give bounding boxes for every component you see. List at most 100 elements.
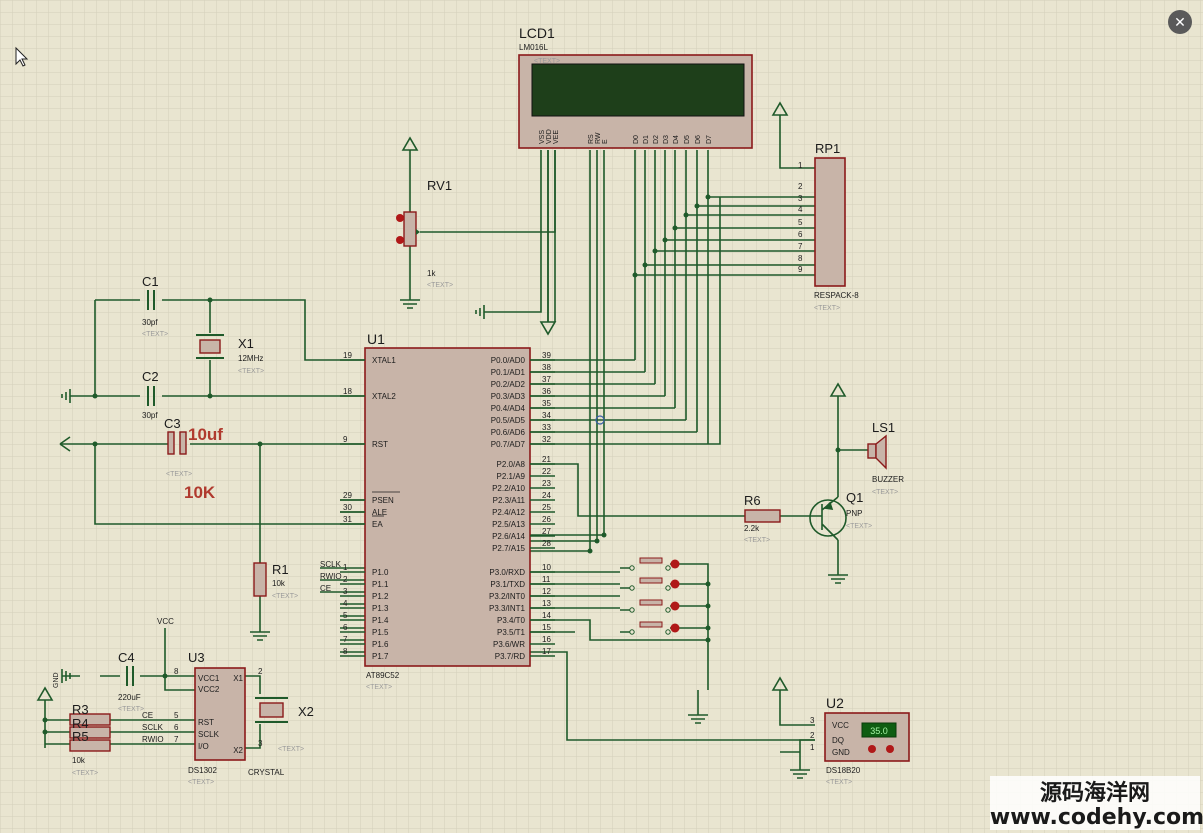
contact-circle <box>665 585 671 591</box>
pin-probe-icon[interactable] <box>670 579 680 589</box>
u1-pin-number: 38 <box>542 363 551 372</box>
pin-probe-icon <box>396 236 404 244</box>
x2-part: CRYSTAL <box>248 768 285 777</box>
q1-text: <TEXT> <box>846 523 872 530</box>
u1-pin-number: 1 <box>343 563 348 572</box>
contact-circle <box>629 629 635 635</box>
pin-probe-icon[interactable] <box>670 623 680 633</box>
button-up-icon[interactable] <box>886 745 894 753</box>
r6-body[interactable] <box>744 509 781 523</box>
close-button[interactable]: ✕ <box>1168 10 1192 34</box>
push-buttons[interactable] <box>620 557 680 635</box>
push-button-cap[interactable] <box>639 577 663 584</box>
ground-icon <box>790 769 810 779</box>
u1-pin-number: 2 <box>343 575 348 584</box>
u1-pin-number: 12 <box>542 587 551 596</box>
ls1-component[interactable] <box>867 434 887 470</box>
u1-pin-number: 29 <box>343 491 352 500</box>
left-arrow-icon <box>59 436 71 452</box>
c1-component[interactable] <box>147 290 155 310</box>
u3-pin-name: SCLK <box>198 730 220 739</box>
u1-pin-name: P0.5/AD5 <box>491 416 526 425</box>
c2-ref: C2 <box>142 369 159 384</box>
lcd-pin-label: RW <box>595 132 602 144</box>
close-icon[interactable]: ✕ <box>1174 14 1186 30</box>
u1-pin-number: 36 <box>542 387 551 396</box>
c3-component[interactable] <box>167 431 187 455</box>
button-down-icon[interactable] <box>868 745 876 753</box>
contact-circle <box>665 607 671 613</box>
u1-body[interactable] <box>364 347 531 667</box>
pin-probe-icon[interactable] <box>670 601 680 611</box>
u1-pin-name: P2.7/A15 <box>492 544 525 553</box>
rp1-pin-number: 1 <box>798 161 803 170</box>
lcd-screen <box>531 63 745 117</box>
u3-pin-name: RST <box>198 718 214 727</box>
c4-component[interactable] <box>126 666 134 686</box>
u1-pin-name: P1.6 <box>372 640 389 649</box>
u3-body[interactable] <box>194 667 246 761</box>
pin-probe-icon[interactable] <box>670 559 680 569</box>
net-label: CE <box>142 711 153 720</box>
lcd-pin-label: D2 <box>653 135 660 144</box>
rv1-ref: RV1 <box>427 178 452 193</box>
u1-pin-number: 8 <box>343 647 348 656</box>
push-button-cap[interactable] <box>639 599 663 606</box>
rp1-ref: RP1 <box>815 141 840 156</box>
q1-component[interactable] <box>809 496 847 541</box>
rp1-text: <TEXT> <box>814 305 840 312</box>
wire-crossing-marker <box>595 415 605 425</box>
u1-pin-name: P1.3 <box>372 604 389 613</box>
push-button-cap[interactable] <box>639 557 663 564</box>
r1-body[interactable] <box>253 562 267 597</box>
u1-pin-name: P3.6/WR <box>493 640 525 649</box>
u1-pin-name: P2.0/A8 <box>497 460 526 469</box>
u3-text: <TEXT> <box>188 779 214 786</box>
c3-value: 10uf <box>188 425 223 444</box>
ls1-ref: LS1 <box>872 420 895 435</box>
u1-pin-number: 17 <box>542 647 551 656</box>
u1-pin-name: P1.1 <box>372 580 389 589</box>
x2-ref: X2 <box>298 704 314 719</box>
r3-r4-r5-components[interactable] <box>69 713 111 752</box>
x1-component[interactable] <box>196 334 224 359</box>
c1-text: <TEXT> <box>142 331 168 338</box>
u1-pin-name: P1.2 <box>372 592 389 601</box>
rv1-component[interactable] <box>396 211 420 247</box>
u2-pin-number: 3 <box>810 716 815 725</box>
q1-ref: Q1 <box>846 490 863 505</box>
u1-pin-number: 13 <box>542 599 551 608</box>
power-arrow-icon <box>771 101 789 116</box>
lcd1-component[interactable] <box>518 54 753 149</box>
c2-component[interactable] <box>147 386 155 406</box>
u1-pin-name: P2.5/A13 <box>492 520 525 529</box>
u2-readout: 35.0 <box>870 726 888 736</box>
x2-component[interactable] <box>255 697 288 723</box>
u1-pin-number: 25 <box>542 503 551 512</box>
u1-pin-number: 34 <box>542 411 551 420</box>
u1-left-pins: 19XTAL118XTAL29RST29PSEN30ALE31EA1P1.02P… <box>340 351 400 661</box>
power-arrow-icon <box>829 382 847 397</box>
push-button-cap[interactable] <box>639 621 663 628</box>
rp1-body[interactable] <box>814 157 846 287</box>
rp1-pin-number: 2 <box>798 182 803 191</box>
r3-ref: R3 <box>72 702 89 717</box>
u1-pin-name: P3.5/T1 <box>497 628 526 637</box>
u2-pin-name: VCC <box>832 721 849 730</box>
ground-icon <box>61 389 71 403</box>
u1-pin-number: 7 <box>343 635 348 644</box>
u1-pin-number: 28 <box>542 539 551 548</box>
u3-pin-number: 7 <box>174 735 179 744</box>
u1-pin-number: 27 <box>542 527 551 536</box>
c2-value: 30pf <box>142 411 158 420</box>
u1-pin-number: 4 <box>343 599 348 608</box>
u1-pin-name: P3.3/INT1 <box>489 604 526 613</box>
c4-value: 220uF <box>118 693 141 702</box>
x1-ref: X1 <box>238 336 254 351</box>
u1-pin-name: RST <box>372 440 388 449</box>
net-label: RWIO <box>142 735 164 744</box>
